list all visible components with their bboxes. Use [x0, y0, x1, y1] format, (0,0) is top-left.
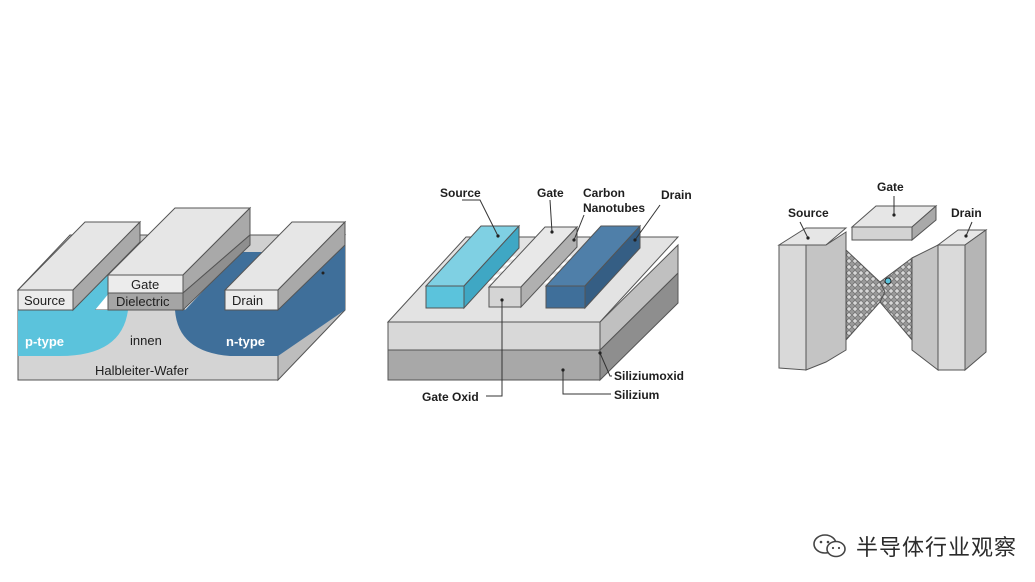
n-type-side — [278, 245, 345, 356]
n-type-label: n-type — [226, 334, 265, 349]
p-type-well — [18, 310, 128, 356]
oxide-label: Siliziumoxid — [614, 369, 684, 383]
gate-leader — [549, 199, 553, 233]
wechat-icon — [813, 534, 846, 558]
pinch-source-face — [805, 231, 847, 371]
pinch-drain-leader-dot — [964, 234, 968, 238]
gate-oxide-leader — [486, 300, 503, 397]
pinch-drain-label: Drain — [951, 206, 982, 220]
dielectric-label: Dielectric — [116, 294, 170, 309]
pinch-gate-label: Gate — [877, 180, 904, 194]
watermark-text: 半导体行业观察 — [855, 536, 1017, 561]
source-block-front — [17, 289, 74, 311]
gate-label: Gate — [131, 277, 159, 292]
cnt-source-label: Source — [440, 186, 481, 200]
silicon-leader — [562, 370, 611, 395]
pinch-gate-front — [851, 226, 913, 241]
wafer-label: Halbleiter-Wafer — [95, 363, 189, 378]
silicon-leader-dot — [561, 368, 565, 372]
oxide-leader-dot — [598, 351, 602, 355]
innen-label: innen — [130, 333, 162, 348]
cnt-gate-label: Gate — [537, 186, 564, 200]
cnt-gate-front — [488, 286, 522, 308]
pinch-source-label: Source — [788, 206, 829, 220]
source-label: Source — [24, 293, 65, 308]
source-leader-dot — [496, 234, 500, 238]
pinch-drain-side — [964, 229, 987, 372]
source-leader — [462, 199, 499, 237]
cnt-drain-front — [545, 285, 586, 309]
drain-block-front — [224, 289, 279, 311]
gate-leader-dot — [550, 230, 554, 234]
cnt-nanotubes-label: Nanotubes — [583, 201, 645, 215]
silicon-label: Silizium — [614, 388, 659, 402]
n-type-well — [175, 310, 278, 356]
cnt-leader-dot — [572, 238, 576, 242]
drain-leader-dot — [633, 238, 637, 242]
molecule-marker — [884, 277, 892, 285]
pinch-gate-leader-dot — [892, 213, 896, 217]
cnt-drain-label: Drain — [661, 188, 692, 202]
cnt-source-front — [425, 285, 465, 309]
drain-leader — [634, 204, 661, 241]
pinch-source-front — [778, 244, 807, 371]
oxide-layer-front — [387, 321, 601, 351]
cntfet-diagram: Source Gate Carbon Nanotubes Drain Siliz… — [386, 186, 692, 404]
mosfet-diagram: Source Gate Dielectric Drain p-type inne… — [16, 206, 347, 382]
pinch-device-diagram: Source Gate Drain — [777, 180, 988, 372]
pinch-drain-front — [937, 244, 966, 371]
cnt-carbon-label: Carbon — [583, 186, 625, 200]
oxide-leader — [599, 352, 612, 377]
pinch-source-leader-dot — [806, 236, 810, 240]
dielectric-front — [107, 292, 184, 311]
cnt-leader — [573, 214, 585, 241]
gate-oxide-leader-dot — [500, 298, 504, 302]
gate-oxide-label: Gate Oxid — [422, 390, 479, 404]
watermark: 半导体行业观察 — [812, 530, 1017, 562]
oxide-layer-side — [599, 243, 679, 352]
drain-label: Drain — [232, 293, 263, 308]
pinch-drain-face — [911, 244, 939, 372]
pinch-drain-leader — [965, 221, 973, 237]
pinch-source-leader — [799, 221, 809, 239]
p-type-label: p-type — [25, 334, 64, 349]
silicon-layer-front — [387, 349, 601, 381]
drain-marker — [321, 271, 325, 275]
